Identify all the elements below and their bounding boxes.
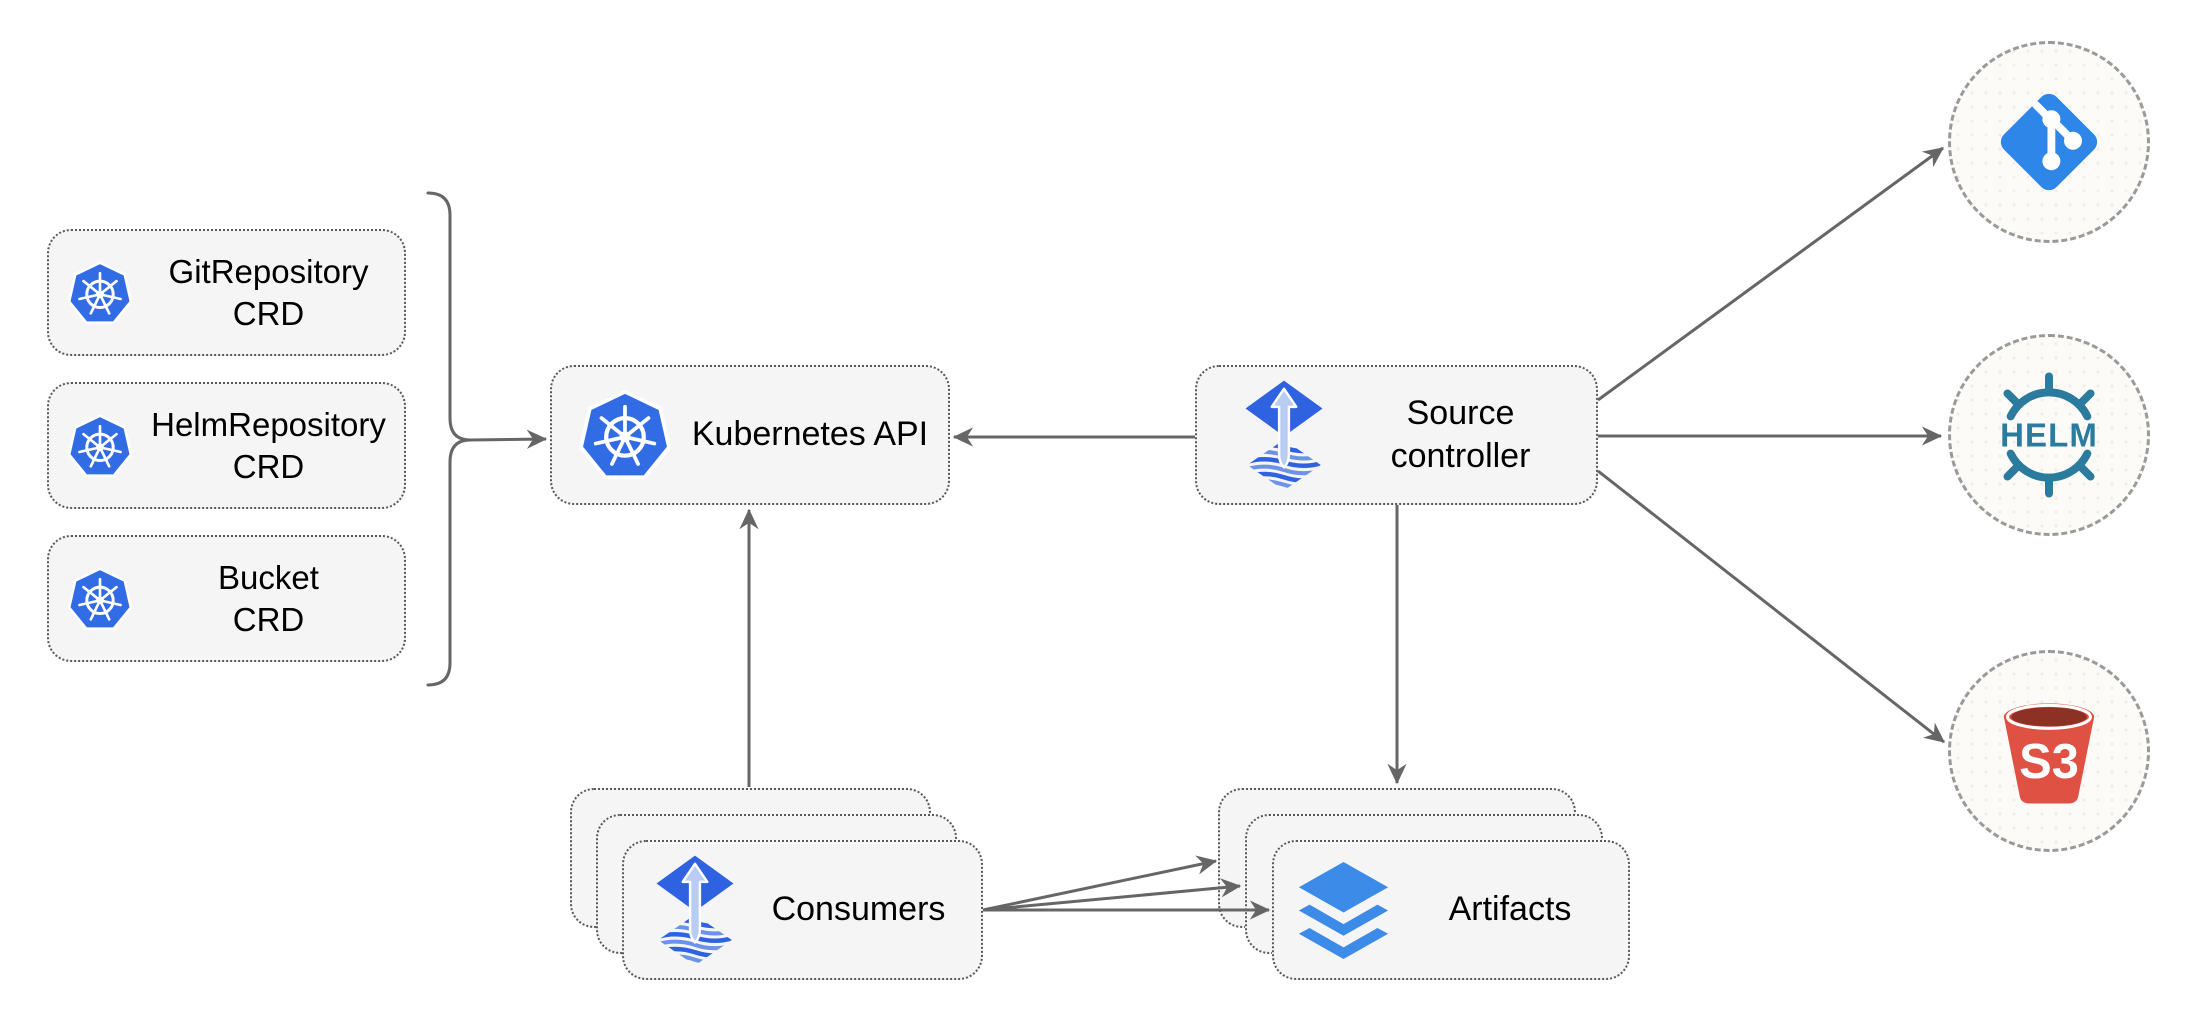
node-consumers: Consumers xyxy=(622,840,983,980)
label-line1: Source xyxy=(1406,393,1515,432)
kubernetes-icon xyxy=(67,413,133,479)
label-line2: CRD xyxy=(232,600,305,638)
edge-crds-to-kubernetes-api xyxy=(469,429,548,449)
crd-group-brace xyxy=(426,191,471,687)
flux-icon xyxy=(1245,380,1323,490)
s3-bucket-icon: S3 xyxy=(2003,703,2095,804)
node-label: Source controller xyxy=(1325,392,1596,478)
label-line1: Bucket xyxy=(218,558,319,596)
kubernetes-icon xyxy=(578,388,672,482)
external-helm-circle: HELM xyxy=(1948,334,2150,536)
node-label: Artifacts xyxy=(1448,890,1572,929)
git-icon xyxy=(2000,93,2098,191)
flux-icon xyxy=(656,855,734,965)
label-line2: CRD xyxy=(232,447,305,485)
edge-source-controller-to-s3 xyxy=(1597,469,1945,744)
flux-icon xyxy=(1243,379,1325,492)
label-line2: controller xyxy=(1390,437,1531,475)
helm-label: HELM xyxy=(2000,417,2098,454)
kubernetes-icon xyxy=(67,260,133,324)
label-line1: HelmRepository xyxy=(151,405,386,443)
node-artifacts: Artifacts xyxy=(1272,840,1630,980)
layers-icon xyxy=(1295,861,1392,960)
node-kubernetes-api: Kubernetes API xyxy=(550,365,950,505)
label-line1: GitRepository xyxy=(168,252,369,290)
kubernetes-icon xyxy=(67,413,133,477)
node-source-controller: Source controller xyxy=(1195,365,1598,505)
s3-label: S3 xyxy=(2019,735,2079,789)
label-line2: CRD xyxy=(232,294,305,332)
external-git-circle xyxy=(1948,41,2150,243)
kubernetes-icon xyxy=(67,260,133,326)
edge-source-controller-to-git xyxy=(1597,146,1944,402)
edge-consumers-to-artifacts-2 xyxy=(982,878,1242,912)
external-s3-circle: S3 xyxy=(1948,650,2150,852)
kubernetes-icon xyxy=(67,566,133,630)
helm-icon: HELM xyxy=(2000,372,2098,498)
edge-consumers-to-artifacts-1 xyxy=(982,855,1218,912)
kubernetes-icon xyxy=(579,389,671,480)
node-label: Kubernetes API xyxy=(691,415,929,454)
layers-icon xyxy=(1298,861,1389,959)
flux-icon xyxy=(654,854,736,967)
node-label: Consumers xyxy=(771,890,946,929)
kubernetes-icon xyxy=(67,566,133,632)
